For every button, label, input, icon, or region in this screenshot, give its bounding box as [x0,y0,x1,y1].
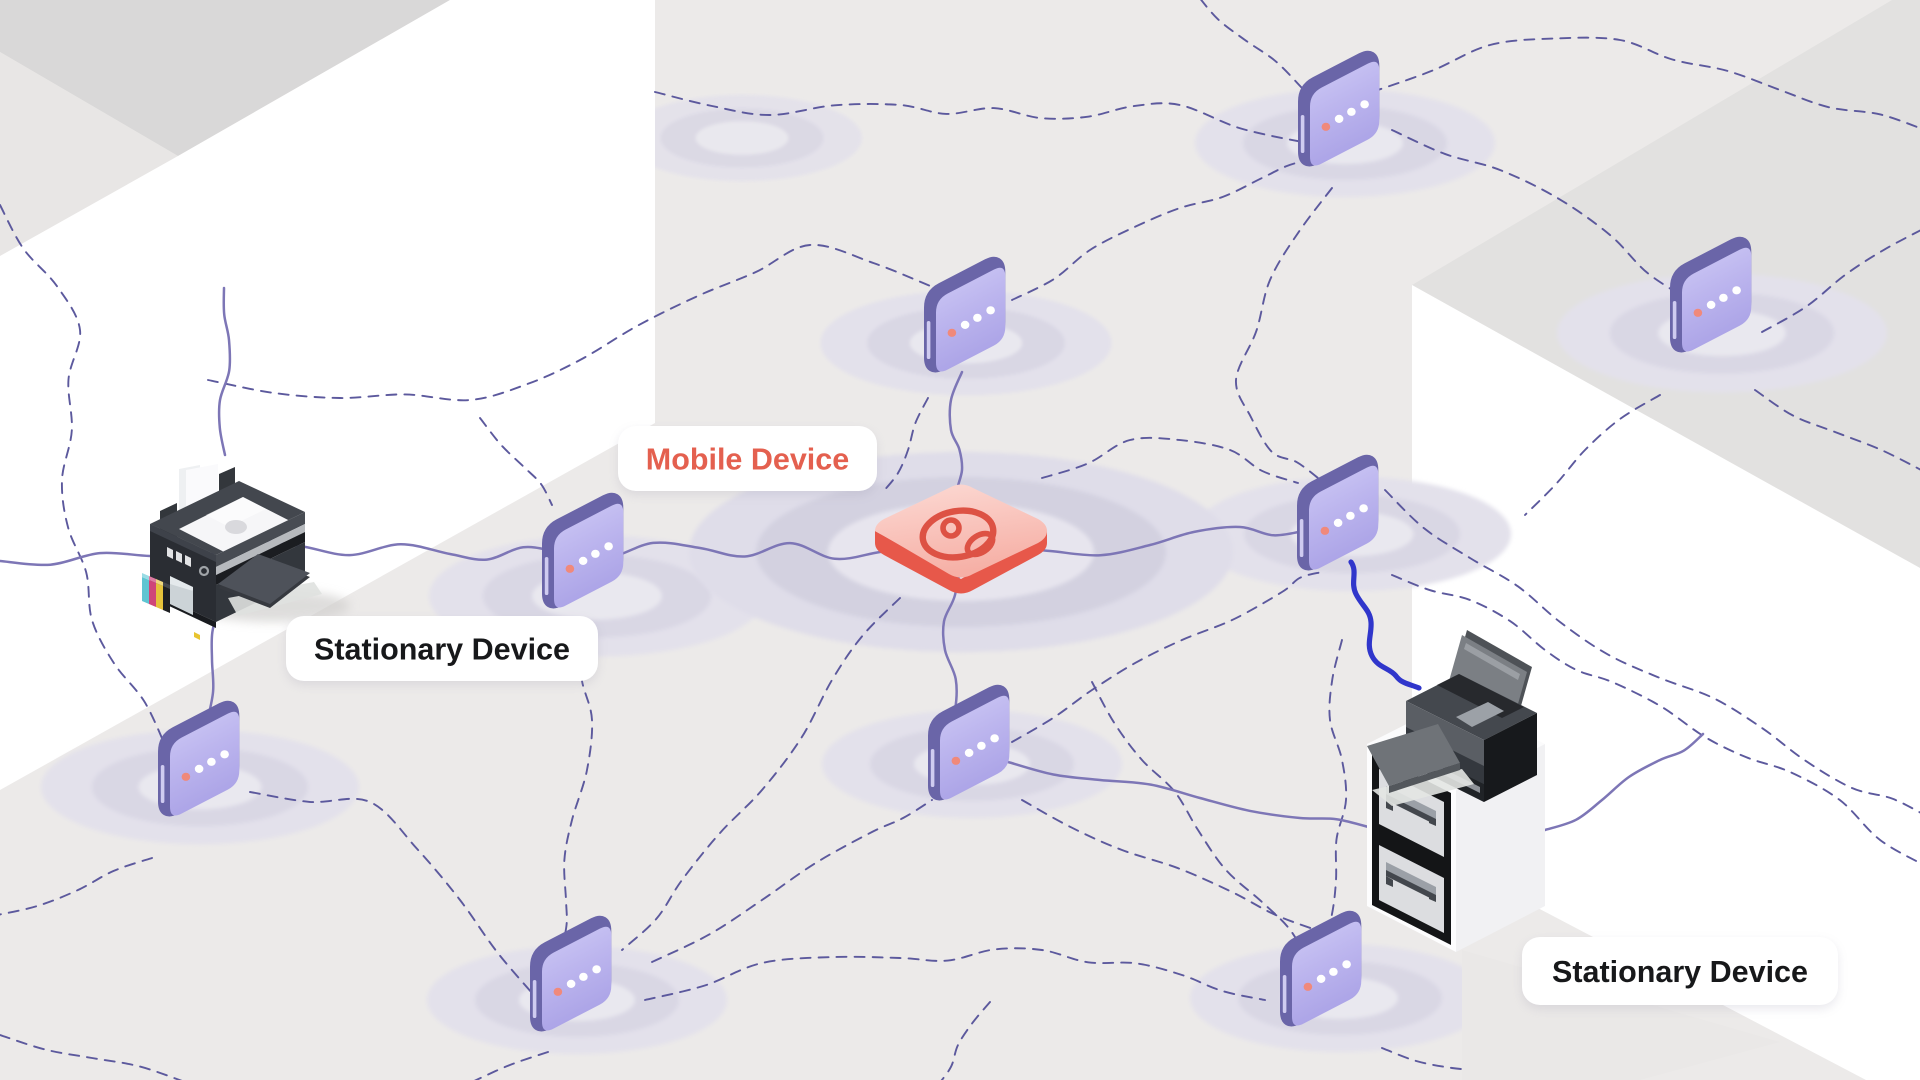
svg-text:Stationary Device: Stationary Device [314,633,570,667]
svg-text:Mobile Device: Mobile Device [646,443,849,477]
svg-text:Stationary Device: Stationary Device [1552,955,1808,989]
